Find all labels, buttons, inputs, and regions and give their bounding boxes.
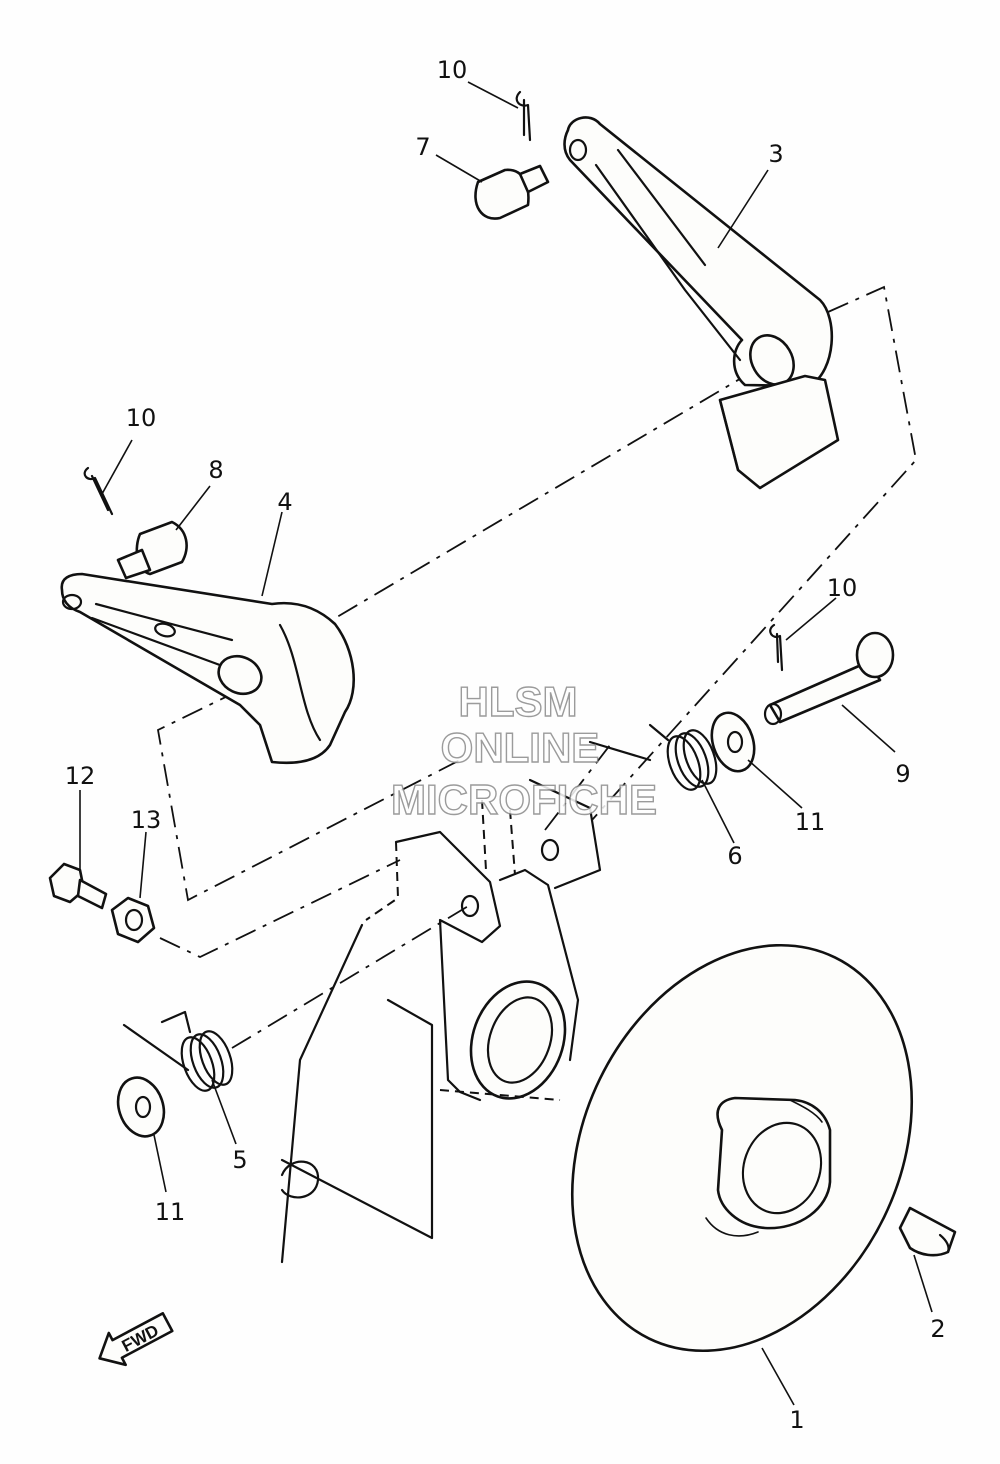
callout-9: 9 bbox=[895, 760, 910, 788]
callout-13: 13 bbox=[131, 806, 162, 834]
part-10-cotter-pin-c[interactable] bbox=[769, 623, 784, 672]
part-2-key[interactable] bbox=[898, 1206, 957, 1257]
part-4-arm[interactable] bbox=[60, 572, 356, 765]
callout-10a: 10 bbox=[437, 56, 468, 84]
callout-labels: 10 7 3 10 8 4 10 9 11 6 12 13 5 11 2 1 bbox=[65, 56, 946, 1434]
callout-3: 3 bbox=[768, 140, 783, 168]
callout-5: 5 bbox=[232, 1146, 247, 1174]
callout-12: 12 bbox=[65, 762, 96, 790]
part-12-bolt[interactable] bbox=[48, 862, 108, 910]
callout-6: 6 bbox=[727, 842, 742, 870]
callout-1: 1 bbox=[789, 1406, 804, 1434]
assembly-centerlines bbox=[156, 285, 917, 1049]
part-10-cotter-pin-a[interactable] bbox=[515, 90, 532, 142]
mounting-bracket bbox=[280, 778, 602, 1264]
callout-11b: 11 bbox=[155, 1198, 186, 1226]
part-1-sheave[interactable] bbox=[507, 888, 977, 1408]
part-7-joint[interactable] bbox=[474, 164, 550, 220]
watermark-line-1: HLSM bbox=[459, 678, 578, 725]
part-5-spring[interactable] bbox=[122, 1010, 239, 1095]
part-9-pin[interactable] bbox=[763, 631, 895, 726]
part-13-nut[interactable] bbox=[110, 896, 156, 944]
callout-8: 8 bbox=[208, 456, 223, 484]
callout-4: 4 bbox=[277, 488, 292, 516]
part-10-cotter-pin-b[interactable] bbox=[83, 466, 114, 516]
callout-10b: 10 bbox=[126, 404, 157, 432]
callout-2: 2 bbox=[930, 1315, 945, 1343]
watermark: HLSM ONLINE MICROFICHE bbox=[390, 677, 657, 823]
fwd-arrow-icon: FWD bbox=[98, 1312, 174, 1367]
callout-10c: 10 bbox=[827, 574, 858, 602]
part-3-arm[interactable] bbox=[563, 116, 840, 490]
callout-7: 7 bbox=[415, 133, 430, 161]
part-11-washer-b[interactable] bbox=[111, 1072, 171, 1143]
leader-lines bbox=[79, 81, 933, 1406]
part-8-joint[interactable] bbox=[116, 520, 188, 580]
callout-11a: 11 bbox=[795, 808, 826, 836]
part-6-spring[interactable] bbox=[588, 723, 723, 794]
part-11-washer-a[interactable] bbox=[705, 707, 762, 776]
watermark-line-3: MICROFICHE bbox=[391, 776, 657, 823]
watermark-line-2: ONLINE bbox=[441, 724, 600, 771]
